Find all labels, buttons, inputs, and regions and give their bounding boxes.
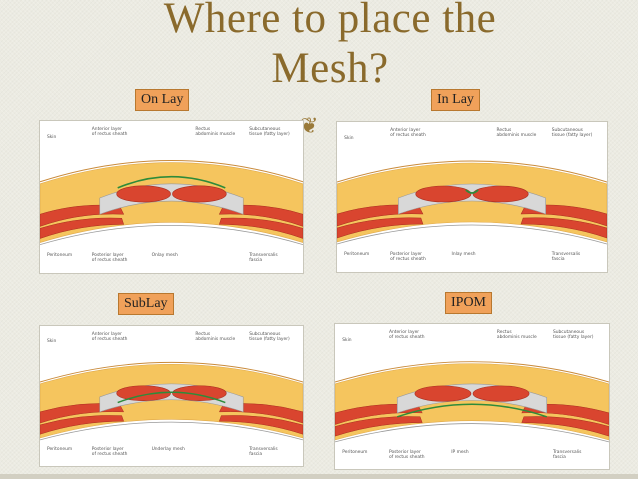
sublay-diagram: Skin Anterior layer of rectus sheath Rectu… [39,325,304,467]
bottom-label: Peritoneum [342,449,368,455]
skin-line [40,362,303,383]
lateral-muscle-left-2 [40,217,125,239]
top-label: Rectus abdominis muscle [195,127,236,138]
lateral-muscle-right-2 [521,416,609,437]
top-label: Subcutaneous tissue (fatty layer) [551,128,593,138]
bottom-label: Inlay mesh [451,252,476,257]
rectus-muscle-left [414,385,472,402]
bottom-label: Posterior layer of rectus sheath [91,447,128,458]
top-label: Skin [46,135,57,141]
rectus-muscle-left [415,185,472,203]
slide-title: Where to place the Mesh? [163,0,497,92]
bottom-label: Peritoneum [46,447,73,453]
top-label: Skin [46,339,57,345]
peritoneum-line [40,421,303,441]
sublay-label: SubLay [118,293,174,315]
lateral-muscle-left-2 [335,416,423,437]
inlay-diagram: Skin Anterior layer of rectus sheath Rectu… [336,121,608,273]
top-label: Subcutaneous tissue (fatty layer) [552,329,594,340]
ipom-diagram: Skin Anterior layer of rectus sheath Rectu… [334,323,610,470]
top-label: Rectus abdominis muscle [195,331,236,342]
lateral-muscle-left-2 [337,217,424,239]
top-label: Rectus abdominis muscle [496,128,537,138]
subcutaneous-fat-layer [40,364,303,439]
bottom-label: Peritoneum [46,252,73,258]
bottom-label: Peritoneum [344,252,370,257]
bottom-label: Transversalis fascia [551,252,581,262]
onlay-label: On Lay [135,89,190,111]
bottom-label: IP mesh [451,449,469,455]
top-label: Anterior layer of rectus sheath [91,331,128,342]
rectus-muscle-left [116,185,171,203]
lateral-muscle-right-2 [218,415,303,435]
abdominal-wall-drawing [337,160,607,245]
skin-line [40,160,303,183]
skin-line [335,361,609,383]
top-label: Subcutaneous tissue (fatty layer) [249,127,290,138]
mesh-line [117,391,226,404]
rectus-muscle-right [472,185,529,203]
subcutaneous-fat-layer [337,162,607,243]
abdominal-wall-drawing [335,361,609,443]
peritoneum-line [335,423,609,443]
bottom-label: Posterior layer of rectus sheath [390,252,426,262]
mesh-line [117,176,226,189]
top-label: Skin [342,337,352,343]
bottom-label: Onlay mesh [151,252,178,258]
onlay-diagram: Skin Anterior layer of rectus sheath Rectu… [39,120,304,274]
subcutaneous-fat-layer [40,162,303,243]
top-label: Subcutaneous tissue (fatty layer) [249,331,290,342]
inlay-label: In Lay [431,89,480,111]
rectus-muscle-right [172,385,227,401]
abdominal-wall-drawing [40,160,303,246]
lateral-muscle-right-2 [520,217,607,239]
mesh-line [396,403,548,418]
bottom-label: Posterior layer of rectus sheath [91,252,128,263]
rectus-muscle-right [172,185,227,203]
subcutaneous-fat-layer [335,363,609,441]
rectus-muscle-right [472,385,530,402]
bottom-label: Posterior layer of rectus sheath [388,449,425,460]
top-label: Anterior layer of rectus sheath [388,329,425,340]
bottom-label: Transversalis fascia [249,447,278,458]
ipom-label: IPOM [445,292,493,314]
abdominal-wall-drawing [40,362,303,441]
top-label: Anterior layer of rectus sheath [91,127,128,138]
ornament-icon: ❦ [300,114,319,139]
top-label: Anterior layer of rectus sheath [390,128,426,138]
lateral-muscle-left-2 [40,415,125,435]
bottom-label: Underlay mesh [151,447,185,453]
peritoneum-line [337,224,607,245]
top-label: Rectus abdominis muscle [496,329,537,340]
top-label: Skin [344,136,354,141]
bottom-label: Transversalis fascia [249,252,278,263]
peritoneum-line [40,225,303,246]
rectus-muscle-left [116,385,171,401]
mesh-line [465,189,479,194]
lateral-muscle-right-2 [218,217,303,239]
bottom-rule [0,474,638,479]
skin-line [337,160,607,183]
bottom-label: Transversalis fascia [552,449,582,460]
